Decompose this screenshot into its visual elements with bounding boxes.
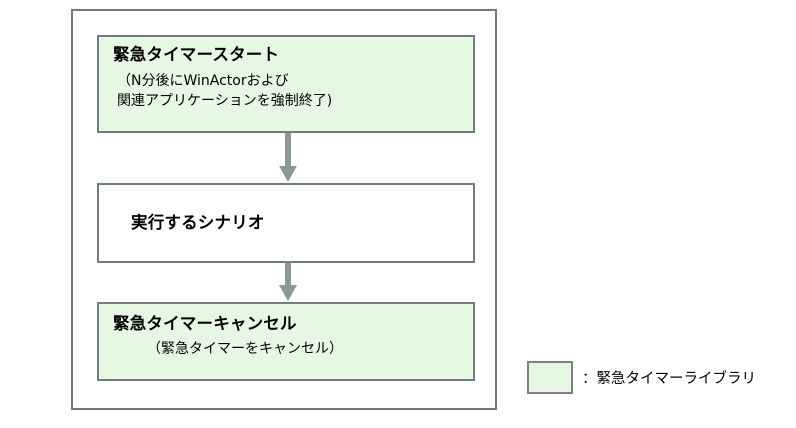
flow-node-subtitle: （N分後にWinActorおよび 関連アプリケーションを強制終了) <box>117 72 333 109</box>
legend-label: ：緊急タイマーライブラリ <box>582 371 756 387</box>
arrow-down-icon <box>278 133 298 183</box>
flow-node-title: 緊急タイマースタート <box>113 45 280 64</box>
legend-swatch-library <box>527 361 573 394</box>
flow-node-title: 緊急タイマーキャンセル <box>113 314 297 333</box>
flow-node-emergency-timer-start[interactable]: 緊急タイマースタート （N分後にWinActorおよび 関連アプリケーションを強… <box>97 35 475 133</box>
legend: ：緊急タイマーライブラリ <box>527 361 756 394</box>
flow-node-emergency-timer-cancel[interactable]: 緊急タイマーキャンセル （緊急タイマーをキャンセル） <box>97 302 475 381</box>
flow-node-execute-scenario[interactable]: 実行するシナリオ <box>97 183 475 263</box>
arrow-down-icon <box>278 263 298 302</box>
flow-node-title: 実行するシナリオ <box>131 212 265 232</box>
flow-node-subtitle: （緊急タイマーをキャンセル） <box>147 340 343 357</box>
